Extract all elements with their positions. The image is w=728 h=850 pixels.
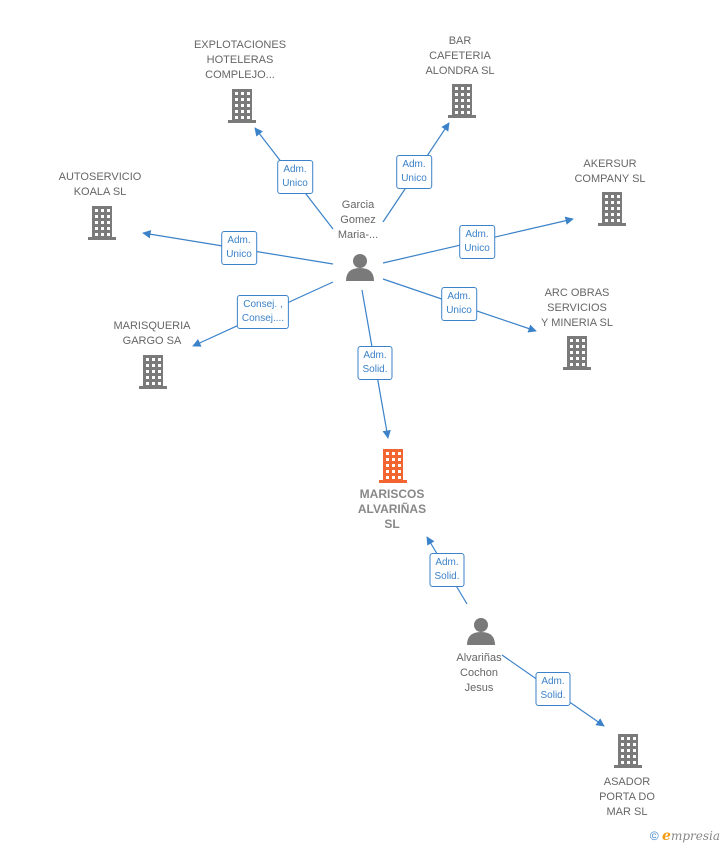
role-badge-garcia-to-autoservicio[interactable]: Adm. Unico <box>221 231 257 265</box>
building-icon-explotaciones[interactable] <box>228 89 256 123</box>
role-badge-garcia-to-explotaciones[interactable]: Adm. Unico <box>277 160 313 194</box>
person-icon-alvarinas[interactable] <box>467 618 495 645</box>
node-label-garcia[interactable]: Garcia Gomez Maria-... <box>337 199 379 241</box>
role-badge-garcia-to-akersur[interactable]: Adm. Unico <box>459 225 495 259</box>
building-icon-akersur[interactable] <box>598 192 626 226</box>
role-badge-alvarinas-to-mariscos[interactable]: Adm. Solid. <box>429 553 465 587</box>
role-badge-garcia-to-bar[interactable]: Adm. Unico <box>396 155 432 189</box>
brand-logo[interactable]: empresia <box>662 828 720 844</box>
node-label-mariscos[interactable]: MARISCOS ALVARIÑAS SL <box>357 487 427 531</box>
icons-layer <box>88 84 642 768</box>
role-badge-garcia-to-marisqueria[interactable]: Consej. , Consej.... <box>236 295 290 329</box>
node-label-arc[interactable]: ARC OBRAS SERVICIOS Y MINERIA SL <box>541 287 613 329</box>
node-label-bar[interactable]: BAR CAFETERIA ALONDRA SL <box>425 35 495 77</box>
copyright-symbol: © <box>649 829 659 843</box>
node-label-asador[interactable]: ASADOR PORTA DO MAR SL <box>599 776 655 818</box>
node-label-explotaciones[interactable]: EXPLOTACIONES HOTELERAS COMPLEJO... <box>193 39 287 81</box>
role-badge-alvarinas-to-asador[interactable]: Adm. Solid. <box>535 672 571 706</box>
node-label-autoservicio[interactable]: AUTOSERVICIO KOALA SL <box>58 171 142 198</box>
building-icon-autoservicio[interactable] <box>88 206 116 240</box>
building-icon-bar[interactable] <box>448 84 476 118</box>
node-label-alvarinas[interactable]: Alvariñas Cochon Jesus <box>456 652 502 694</box>
node-label-marisqueria[interactable]: MARISQUERIA GARGO SA <box>113 320 191 347</box>
node-label-akersur[interactable]: AKERSUR COMPANY SL <box>574 158 646 185</box>
building-icon-arc[interactable] <box>563 336 591 370</box>
building-icon-marisqueria[interactable] <box>139 355 167 389</box>
role-badge-garcia-to-mariscos[interactable]: Adm. Solid. <box>357 346 393 380</box>
role-badge-garcia-to-arc[interactable]: Adm. Unico <box>441 287 477 321</box>
copyright-footer: © empresia <box>650 828 720 844</box>
building-icon-asador[interactable] <box>614 734 642 768</box>
person-icon-garcia[interactable] <box>346 254 374 281</box>
building-icon-mariscos[interactable] <box>379 449 407 483</box>
